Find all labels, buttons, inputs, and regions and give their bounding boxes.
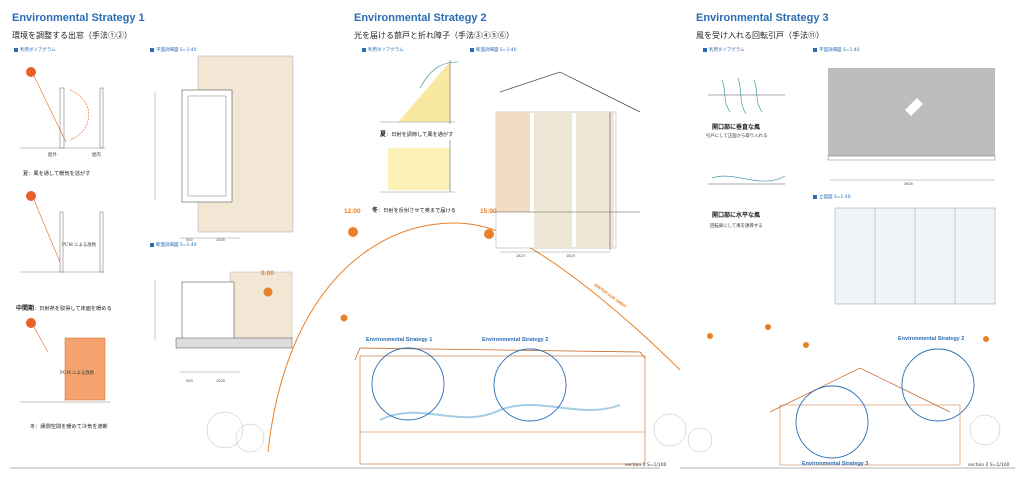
section-1-scale-label: section 1 S=1/100	[625, 463, 667, 468]
strategy-3-subtitle: 風を受け入れる回転引戸（手法⑪）	[696, 31, 824, 40]
s2-summer-text: ：日射を調節して風を通がす	[386, 132, 454, 138]
s1-plan-label: 平面詳細図 S=1:40	[150, 47, 197, 53]
dim-label: 500	[186, 238, 193, 242]
s3-wind-vertical-sub: 引戸にして正面から取り入れる	[706, 134, 768, 139]
s1-mid-text: ：日射熱を取得して床面を暖める	[34, 306, 112, 312]
s1-mid-head: 中間期	[16, 305, 35, 312]
section-2-drawing	[769, 348, 975, 466]
s2-section-label: 断面詳細図 S=1:40	[470, 47, 517, 53]
s1-mid-caption: 中間期：日射熱を取得して床面を暖める	[16, 295, 112, 314]
s2-winter-text: ：日射を反射させて奥まで届ける	[378, 208, 456, 214]
section-strategy-1-label: Environmental Strategy 1	[366, 337, 433, 343]
dim-label: 1823	[516, 254, 525, 258]
s3-elevation-label: 立面図 S=1:40	[813, 194, 851, 200]
strategy-1-subtitle: 環境を調整する出窓（手法①②）	[12, 31, 132, 40]
s1-section-label: 断面詳細図 S=1:40	[150, 242, 197, 248]
s1-summer-caption: 夏：風を通して暖気を逃がす	[23, 171, 91, 177]
dim-label: 1823	[566, 254, 575, 258]
strategy-3-title: Environmental Strategy 3	[696, 12, 829, 24]
section2-strategy-2-label: Environmental Strategy 2	[898, 336, 965, 342]
dim-label: 3600	[904, 182, 913, 186]
s2-winter-diagram	[380, 140, 455, 193]
s1-pcm2-label: PCM による放熱	[60, 371, 95, 376]
s1-plan-detail	[154, 55, 294, 239]
dim-label: 1000	[216, 379, 225, 383]
dim-label: 1000	[216, 238, 225, 242]
s2-section-detail	[490, 71, 641, 253]
s2-usage-label: 利用ダイアグラム	[362, 47, 404, 53]
s2-summer-head: 夏	[380, 131, 387, 138]
s2-summer-caption: 夏：日射を調節して風を通がす	[380, 121, 453, 140]
strategy-2-subtitle: 光を届ける蔀戸と折れ障子（手法③④⑤⑥）	[354, 31, 514, 40]
s3-elevation	[834, 207, 996, 305]
s1-summer-diagram	[20, 67, 105, 149]
strategy-2-title: Environmental Strategy 2	[354, 12, 487, 24]
strategy-1-title: Environmental Strategy 1	[12, 12, 145, 24]
s3-wind-horizontal: 開口部に水平な風	[712, 212, 761, 219]
s3-plan-detail	[827, 68, 996, 181]
s3-usage-label: 利用ダイアグラム	[703, 47, 745, 53]
s1-pcm1-label: PCM による放熱	[62, 243, 97, 248]
section-1-drawing	[354, 347, 646, 465]
s1-mid-diagram	[20, 191, 105, 273]
section-2-scale-label: section 2 S=1/100	[968, 463, 1010, 468]
s3-wind-horizontal-sub: 回転扉にして風を誘導する	[710, 224, 763, 229]
s2-winter-head: 冬	[372, 207, 379, 214]
sun-time-label: 12:00	[344, 208, 361, 215]
section-strategy-2-label: Environmental Strategy 2	[482, 337, 549, 343]
s3-wind-vertical: 開口部に垂直な風	[712, 124, 761, 131]
s1-winter-caption: 冬：縁側空間を暖めて冷気を遮断	[30, 424, 108, 430]
s1-inside-label: 屋内	[92, 153, 101, 158]
s3-plan-label: 平面詳細図 S=1:40	[813, 47, 860, 53]
dim-label: 500	[186, 379, 193, 383]
s1-usage-label: 利用ダイアグラム	[14, 47, 56, 53]
s2-summer-diagram	[380, 60, 459, 124]
sun-time-label: 15:00	[480, 208, 497, 215]
sun-time-label: 9:00	[261, 270, 275, 277]
section-strategy-3-label: Environmental Strategy 3	[802, 461, 869, 467]
s1-section-detail	[154, 271, 293, 373]
s1-winter-diagram	[20, 318, 110, 403]
s3-wind-diagrams	[708, 77, 786, 185]
s2-winter-caption: 冬：日射を反射させて奥まで届ける	[372, 197, 456, 216]
s1-outside-label: 屋外	[48, 153, 57, 158]
